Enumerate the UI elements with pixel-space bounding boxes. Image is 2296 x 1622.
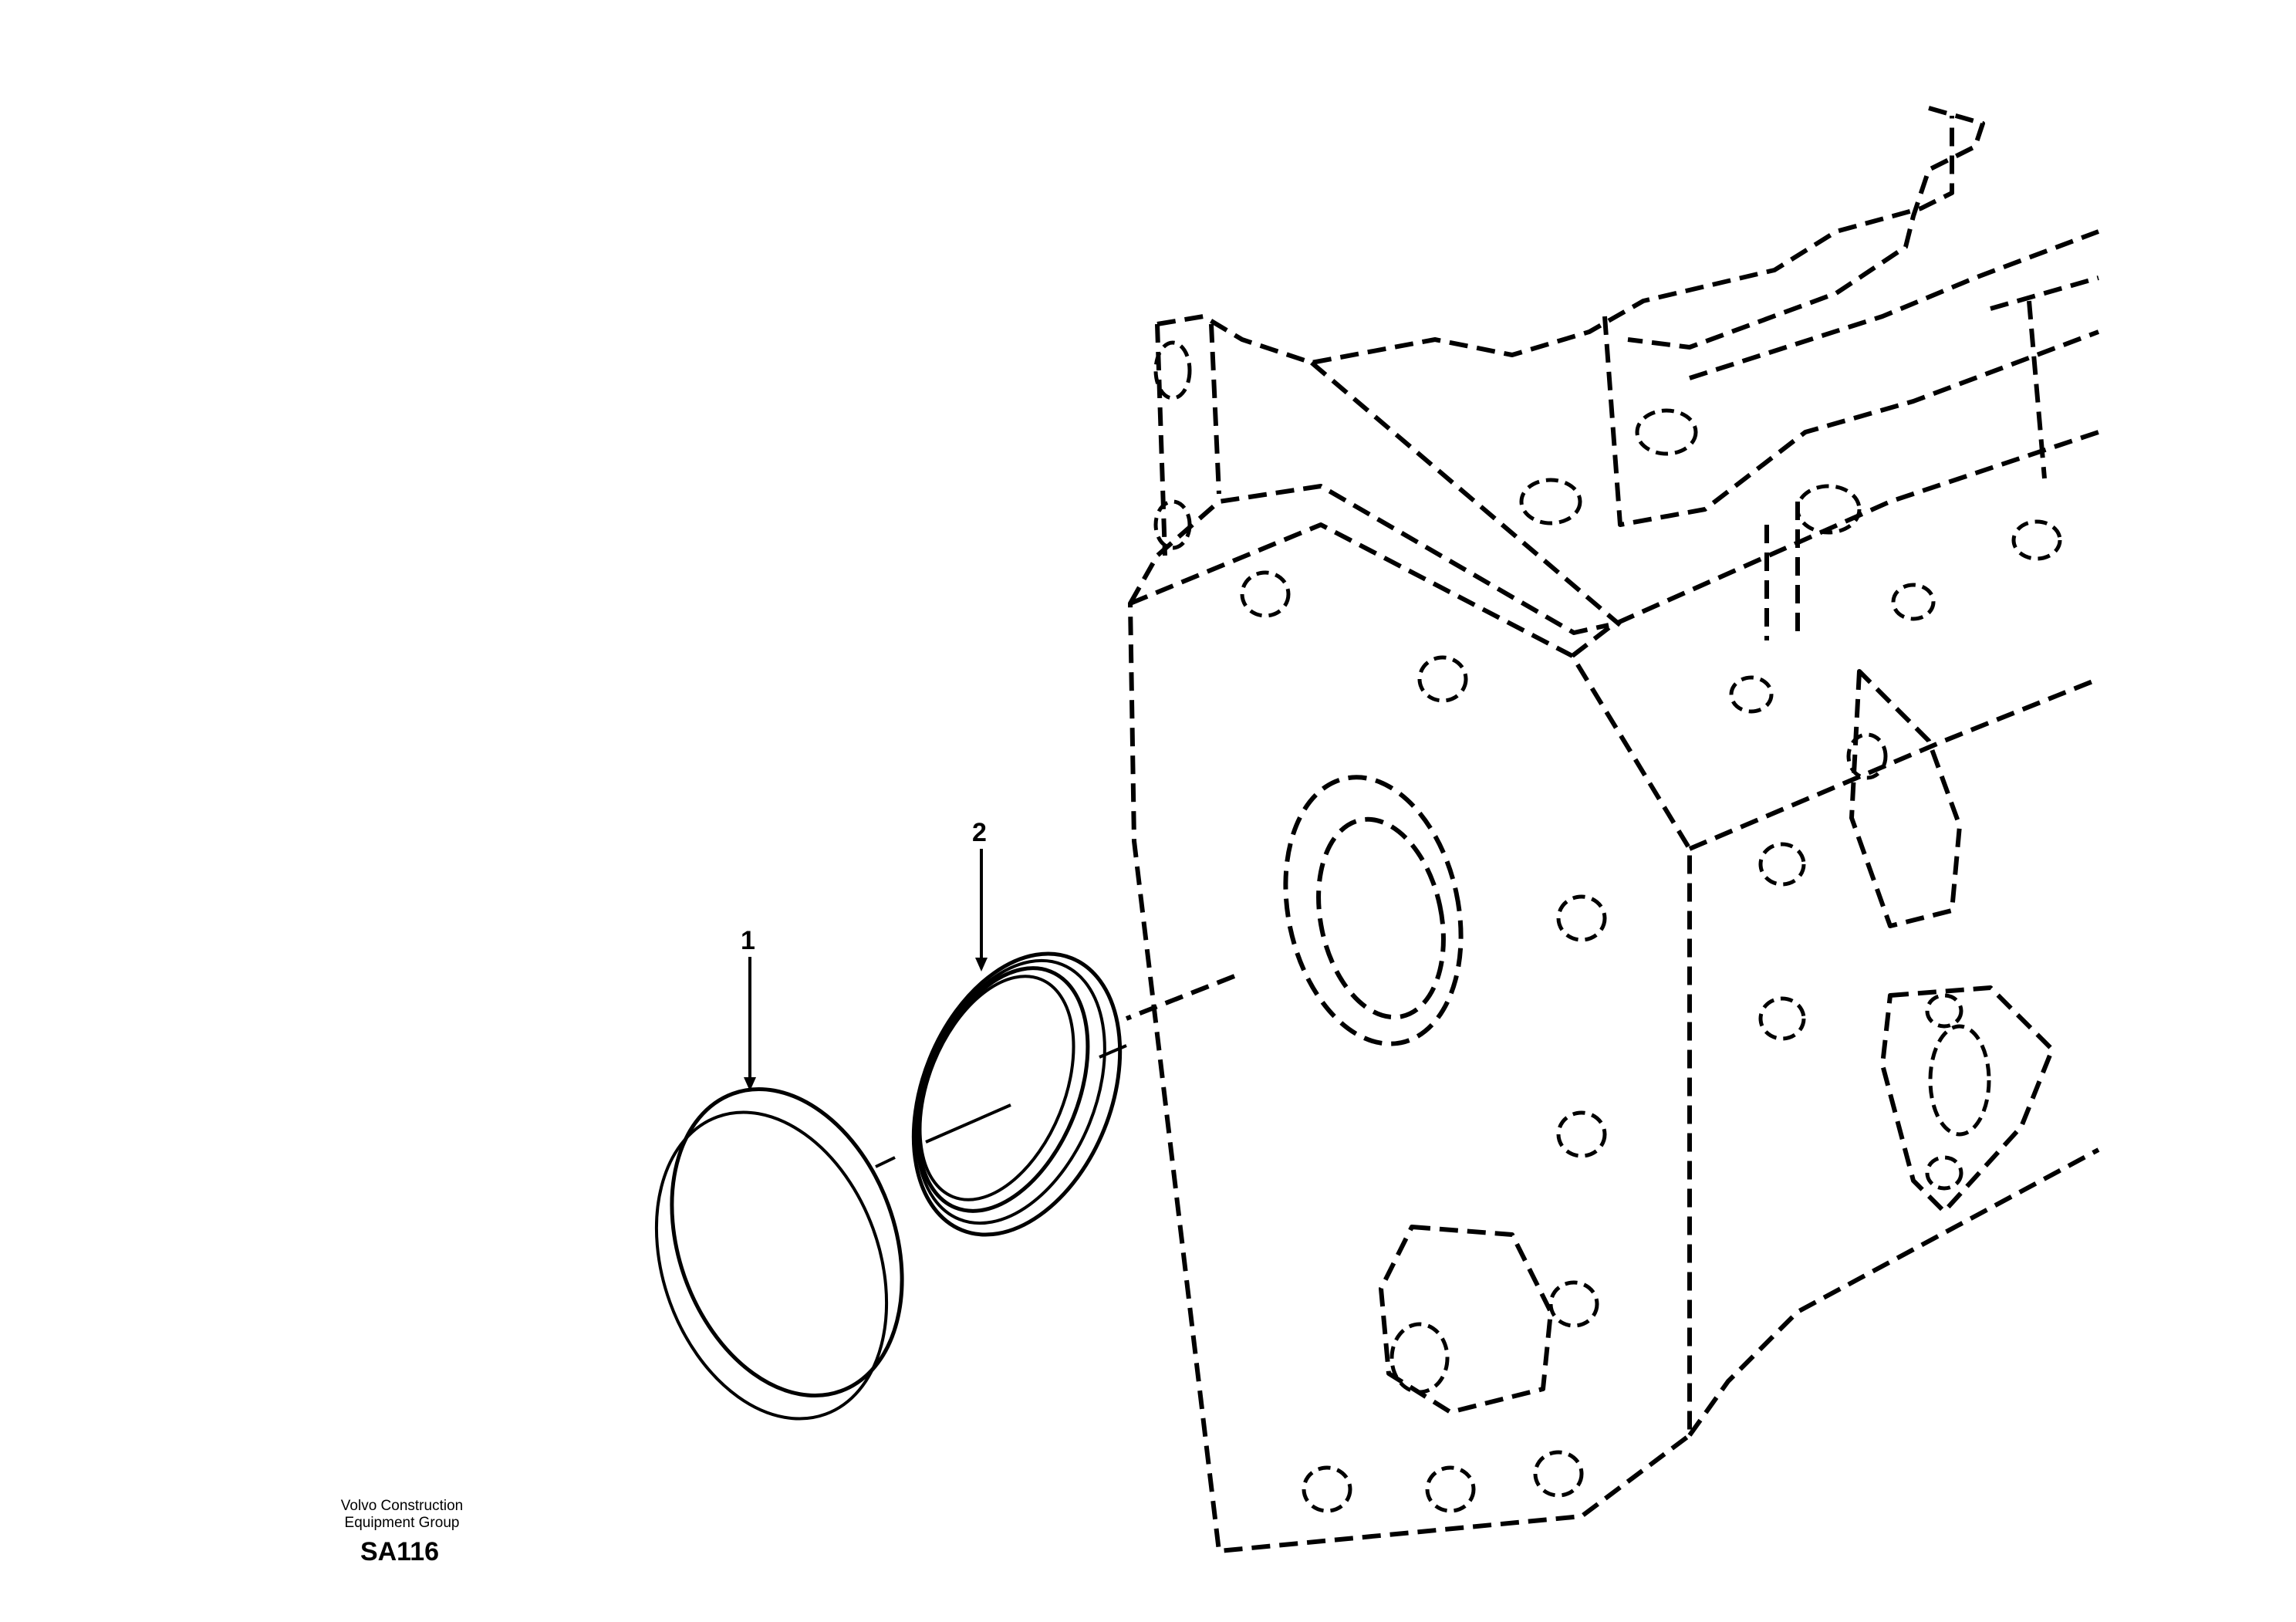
bolt-boss bbox=[1548, 1280, 1599, 1328]
timing-gear-housing bbox=[1125, 106, 2100, 1553]
bolt-boss bbox=[2011, 519, 2062, 561]
lower-cover bbox=[1379, 1225, 1553, 1414]
upper-rail-2 bbox=[1689, 229, 2100, 380]
callout-1-label: 1 bbox=[741, 926, 755, 955]
mount-bracket bbox=[1849, 669, 1962, 928]
callout-1: 1 bbox=[741, 926, 756, 1091]
brand-line-2: Equipment Group bbox=[345, 1515, 460, 1531]
brand-line-1: Volvo Construction bbox=[341, 1498, 463, 1514]
bolt-boss bbox=[1925, 1155, 1963, 1191]
bolt-boss bbox=[1928, 1024, 1991, 1137]
housing-bottom-edge bbox=[1687, 1147, 2100, 1437]
housing-front-face bbox=[1128, 522, 1692, 1553]
housing-top-plate bbox=[1128, 484, 1609, 635]
bolt-boss bbox=[1758, 996, 1806, 1041]
plug-centerline bbox=[875, 1156, 896, 1168]
bolt-boss bbox=[1153, 499, 1192, 550]
bolt-boss bbox=[1556, 894, 1607, 942]
bolt-boss bbox=[1425, 1465, 1476, 1513]
bolt-boss bbox=[1758, 842, 1806, 887]
bolt-boss bbox=[1729, 675, 1774, 714]
bolt-boss bbox=[1925, 993, 1963, 1029]
lower-cover-hole bbox=[1389, 1322, 1450, 1394]
bolt-boss bbox=[1635, 408, 1698, 456]
bolt-boss bbox=[1153, 340, 1192, 400]
bolt-boss bbox=[1302, 1465, 1352, 1513]
part-1-cover-plug bbox=[654, 1087, 904, 1421]
callout-2-arrowhead bbox=[975, 958, 988, 972]
bolt-boss bbox=[1891, 583, 1936, 621]
callout-1-arrowhead bbox=[744, 1077, 756, 1091]
right-rail bbox=[1627, 106, 1985, 350]
bolt-boss bbox=[1417, 655, 1468, 703]
seal-centerline bbox=[1099, 1044, 1127, 1059]
figure-code: SA116 bbox=[360, 1537, 439, 1566]
housing-bore-inner bbox=[1316, 816, 1446, 1020]
upper-rail-1 bbox=[1602, 316, 2100, 527]
upper-flange-inner bbox=[1155, 323, 1622, 627]
seal-centerline bbox=[925, 1103, 1011, 1144]
callout-2-label: 2 bbox=[972, 818, 987, 847]
bolt-boss bbox=[1846, 732, 1888, 780]
housing-side-edge bbox=[1571, 430, 2099, 658]
lower-mount bbox=[1880, 985, 2055, 1214]
upper-flange bbox=[1156, 116, 1954, 365]
bolt-boss bbox=[1556, 1110, 1607, 1158]
housing-side-edge-lower bbox=[1688, 677, 2100, 851]
callout-2: 2 bbox=[972, 818, 988, 972]
part-2-seal-ring bbox=[911, 951, 1127, 1237]
upper-rail-3 bbox=[1764, 275, 2099, 640]
housing-bore-outer bbox=[1283, 775, 1464, 1046]
bolt-boss bbox=[1519, 478, 1582, 525]
bolt-boss bbox=[1795, 484, 1862, 535]
brand-block: Volvo Construction Equipment Group SA116 bbox=[341, 1498, 463, 1566]
bolt-boss bbox=[1533, 1450, 1584, 1498]
assembly-centerline bbox=[1125, 974, 1236, 1021]
bolt-boss bbox=[1240, 570, 1291, 618]
